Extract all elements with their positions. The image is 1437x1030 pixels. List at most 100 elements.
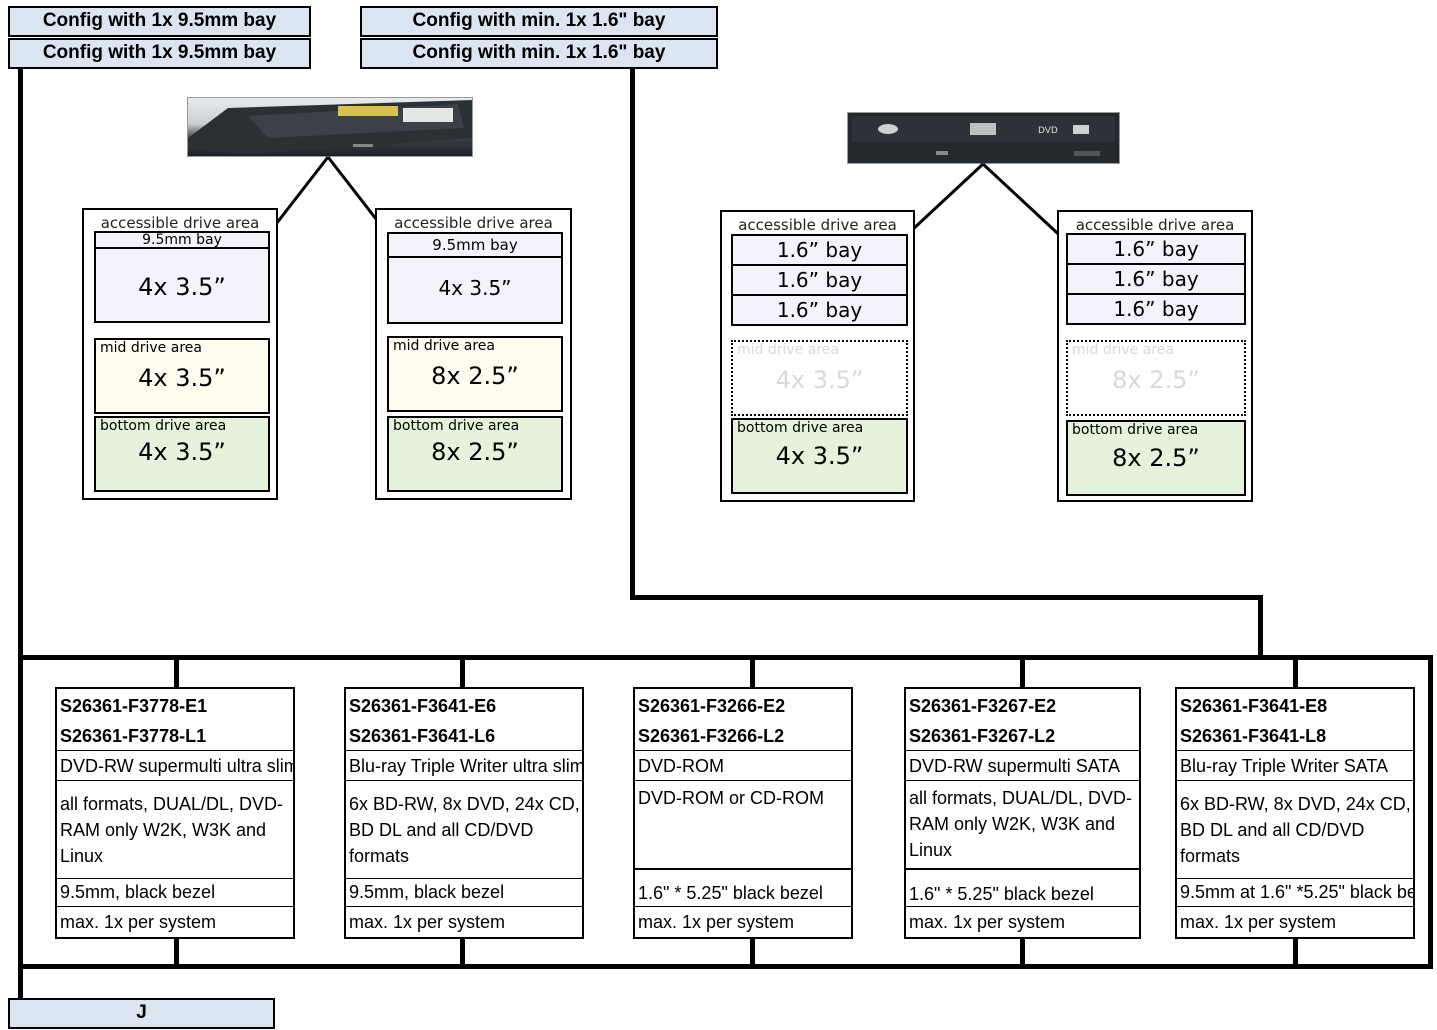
- form-factor: 9.5mm, black bezel: [57, 879, 293, 907]
- bottom-drive-area: bottom drive area 8x 2.5”: [387, 416, 563, 492]
- bottom-capacity: 8x 2.5”: [1112, 444, 1200, 472]
- stub-3-bottom: [750, 937, 755, 967]
- stub-4-bottom: [1020, 937, 1025, 967]
- accessible-drive-area: 9.5mm bay 4x 3.5”: [387, 232, 563, 324]
- bay-2: 1.6” bay: [731, 264, 908, 296]
- footer-box: J: [8, 998, 275, 1029]
- product-name: Blu-ray Triple Writer SATA: [1177, 755, 1413, 781]
- part-number-l: S26361-F3778-L1: [57, 725, 293, 751]
- bottom-drive-area: bottom drive area 8x 2.5”: [1066, 420, 1246, 496]
- mid-area-label: mid drive area: [1072, 342, 1174, 358]
- product-description: 6x BD-RW, 8x DVD, 24x CD, BD DL and all …: [346, 783, 582, 879]
- product-description: 6x BD-RW, 8x DVD, 24x CD, BD DL and all …: [1177, 783, 1413, 879]
- mid-area-label: mid drive area: [100, 340, 202, 356]
- header-left-top: Config with 1x 9.5mm bay: [8, 6, 311, 37]
- part-number-e: S26361-F3778-E1: [60, 696, 208, 716]
- connector-right-drop: [1258, 595, 1263, 657]
- stub-4-top: [1020, 655, 1025, 689]
- bottom-area-label: bottom drive area: [1072, 422, 1199, 438]
- bay-panel-3: accessible drive area 1.6” bay 1.6” bay …: [720, 210, 915, 502]
- system-limit: max. 1x per system: [1180, 912, 1337, 932]
- connector-right-horizontal: [630, 595, 1263, 600]
- product-name: DVD-ROM: [635, 755, 851, 781]
- part-number-e: S26361-F3641-E6: [349, 696, 497, 716]
- panel-caption: accessible drive area: [1075, 216, 1235, 234]
- stub-3-top: [750, 655, 755, 689]
- bottom-capacity: 4x 3.5”: [138, 438, 226, 466]
- bay-3: 1.6” bay: [1066, 293, 1246, 325]
- bay-panel-4: accessible drive area 1.6” bay 1.6” bay …: [1057, 210, 1253, 502]
- product-card-5: S26361-F3641-E8 S26361-F3641-L8 Blu-ray …: [1175, 687, 1415, 939]
- mid-drive-area: mid drive area 8x 2.5”: [1066, 340, 1246, 416]
- bay-1: 1.6” bay: [1066, 233, 1246, 265]
- stub-2-top: [460, 655, 465, 689]
- header-right-top: Config with min. 1x 1.6" bay: [360, 6, 718, 37]
- product-card-2: S26361-F3641-E6 S26361-F3641-L6 Blu-ray …: [344, 687, 584, 939]
- bus-top: [18, 655, 1432, 660]
- form-factor: 9.5mm at 1.6" *5.25" black bezel: [1177, 879, 1413, 907]
- bottom-drive-area: bottom drive area 4x 3.5”: [94, 416, 270, 492]
- bay-2: 1.6” bay: [1066, 263, 1246, 295]
- product-card-3: S26361-F3266-E2 S26361-F3266-L2 DVD-ROM …: [633, 687, 853, 939]
- part-number-l: S26361-F3266-L2: [635, 725, 851, 751]
- part-number-l: S26361-F3267-L2: [906, 725, 1139, 751]
- part-number-e: S26361-F3266-E2: [638, 696, 786, 716]
- accessible-capacity: 4x 3.5”: [138, 273, 226, 301]
- mid-capacity: 8x 2.5”: [431, 362, 519, 390]
- product-name: DVD-RW supermulti ultra slim: [57, 755, 293, 781]
- mid-capacity: 4x 3.5”: [775, 366, 864, 394]
- product-name: DVD-RW supermulti SATA: [906, 755, 1139, 781]
- bay-panel-2: accessible drive area 9.5mm bay 4x 3.5” …: [375, 208, 572, 500]
- product-description: all formats, DUAL/DL, DVD-RAM only W2K, …: [57, 783, 293, 879]
- part-number-l: S26361-F3641-L8: [1177, 725, 1413, 751]
- slim-drive-image: [187, 97, 473, 157]
- stub-1-top: [174, 655, 179, 689]
- system-limit: max. 1x per system: [349, 912, 506, 932]
- stub-5-top: [1293, 655, 1298, 689]
- mid-capacity: 8x 2.5”: [1112, 366, 1200, 394]
- mid-drive-area: mid drive area 8x 2.5”: [387, 336, 563, 412]
- stub-1-bottom: [174, 937, 179, 967]
- product-description: all formats, DUAL/DL, DVD-RAM only W2K, …: [906, 783, 1139, 869]
- form-factor: 1.6" * 5.25" black bezel: [635, 869, 851, 907]
- bay-panel-1: accessible drive area 9.5mm bay 4x 3.5” …: [82, 208, 278, 500]
- accessible-capacity: 4x 3.5”: [438, 276, 512, 300]
- bay-1: 1.6” bay: [731, 234, 908, 266]
- arrow-right-2: [981, 162, 1069, 244]
- part-number-e: S26361-F3641-E8: [1180, 696, 1328, 716]
- panel-caption: accessible drive area: [738, 216, 897, 234]
- product-name: Blu-ray Triple Writer ultra slim: [346, 755, 582, 781]
- bottom-capacity: 8x 2.5”: [431, 438, 519, 466]
- panel-caption: accessible drive area: [100, 214, 260, 232]
- slim-bay: 9.5mm bay: [94, 231, 270, 249]
- system-limit: max. 1x per system: [60, 912, 217, 932]
- header-right-bottom: Config with min. 1x 1.6" bay: [360, 38, 718, 69]
- stub-2-bottom: [460, 937, 465, 967]
- bottom-drive-area: bottom drive area 4x 3.5”: [731, 418, 908, 494]
- product-card-4: S26361-F3267-E2 S26361-F3267-L2 DVD-RW s…: [904, 687, 1141, 939]
- bottom-area-label: bottom drive area: [393, 418, 520, 434]
- system-limit: max. 1x per system: [909, 912, 1066, 932]
- form-factor: 9.5mm, black bezel: [346, 879, 582, 907]
- panel-caption: accessible drive area: [394, 214, 553, 232]
- part-number-l: S26361-F3641-L6: [346, 725, 582, 751]
- stub-5-bottom: [1293, 937, 1298, 967]
- form-factor: 1.6" * 5.25" black bezel: [906, 869, 1139, 907]
- bottom-area-label: bottom drive area: [100, 418, 227, 434]
- part-number-e: S26361-F3267-E2: [909, 696, 1057, 716]
- standard-drive-image: DVD: [847, 112, 1120, 164]
- connector-right-vertical: [630, 69, 635, 599]
- mid-area-label: mid drive area: [393, 338, 495, 354]
- bus-right-edge: [1428, 655, 1433, 969]
- product-card-1: S26361-F3778-E1 S26361-F3778-L1 DVD-RW s…: [55, 687, 295, 939]
- mid-drive-area: mid drive area 4x 3.5”: [731, 340, 908, 416]
- slim-bay: 9.5mm bay: [387, 232, 563, 258]
- product-description: DVD-ROM or CD-ROM: [635, 783, 851, 869]
- connector-left-vertical: [18, 69, 23, 1000]
- mid-capacity: 4x 3.5”: [138, 364, 226, 392]
- bus-bottom: [18, 964, 1432, 969]
- svg-text:DVD: DVD: [1038, 126, 1058, 136]
- mid-area-label: mid drive area: [737, 342, 839, 358]
- bay-3: 1.6” bay: [731, 294, 908, 326]
- header-left-bottom: Config with 1x 9.5mm bay: [8, 38, 311, 69]
